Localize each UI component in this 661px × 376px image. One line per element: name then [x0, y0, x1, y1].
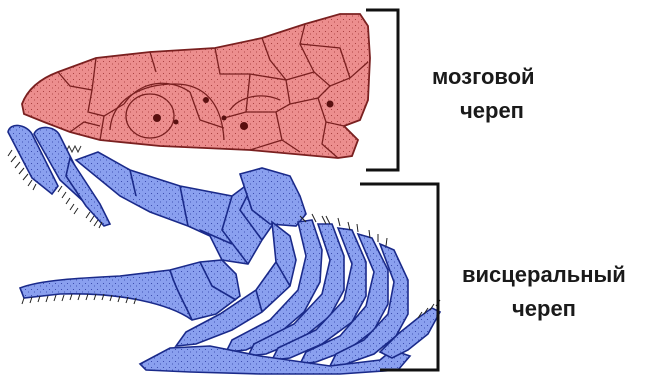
visceral-label-line-1: висцеральный — [462, 262, 626, 288]
brain-case-label-line-1: мозговой — [432, 64, 535, 90]
visceral-skeleton — [8, 125, 440, 374]
brain-case-outline — [22, 14, 370, 158]
meckels-cartilage — [20, 260, 240, 320]
brain-case-label-line-2: череп — [460, 98, 524, 124]
visceral-label-line-2: череп — [512, 296, 576, 322]
brain-case — [22, 14, 370, 158]
brain-case-bracket — [366, 10, 398, 170]
